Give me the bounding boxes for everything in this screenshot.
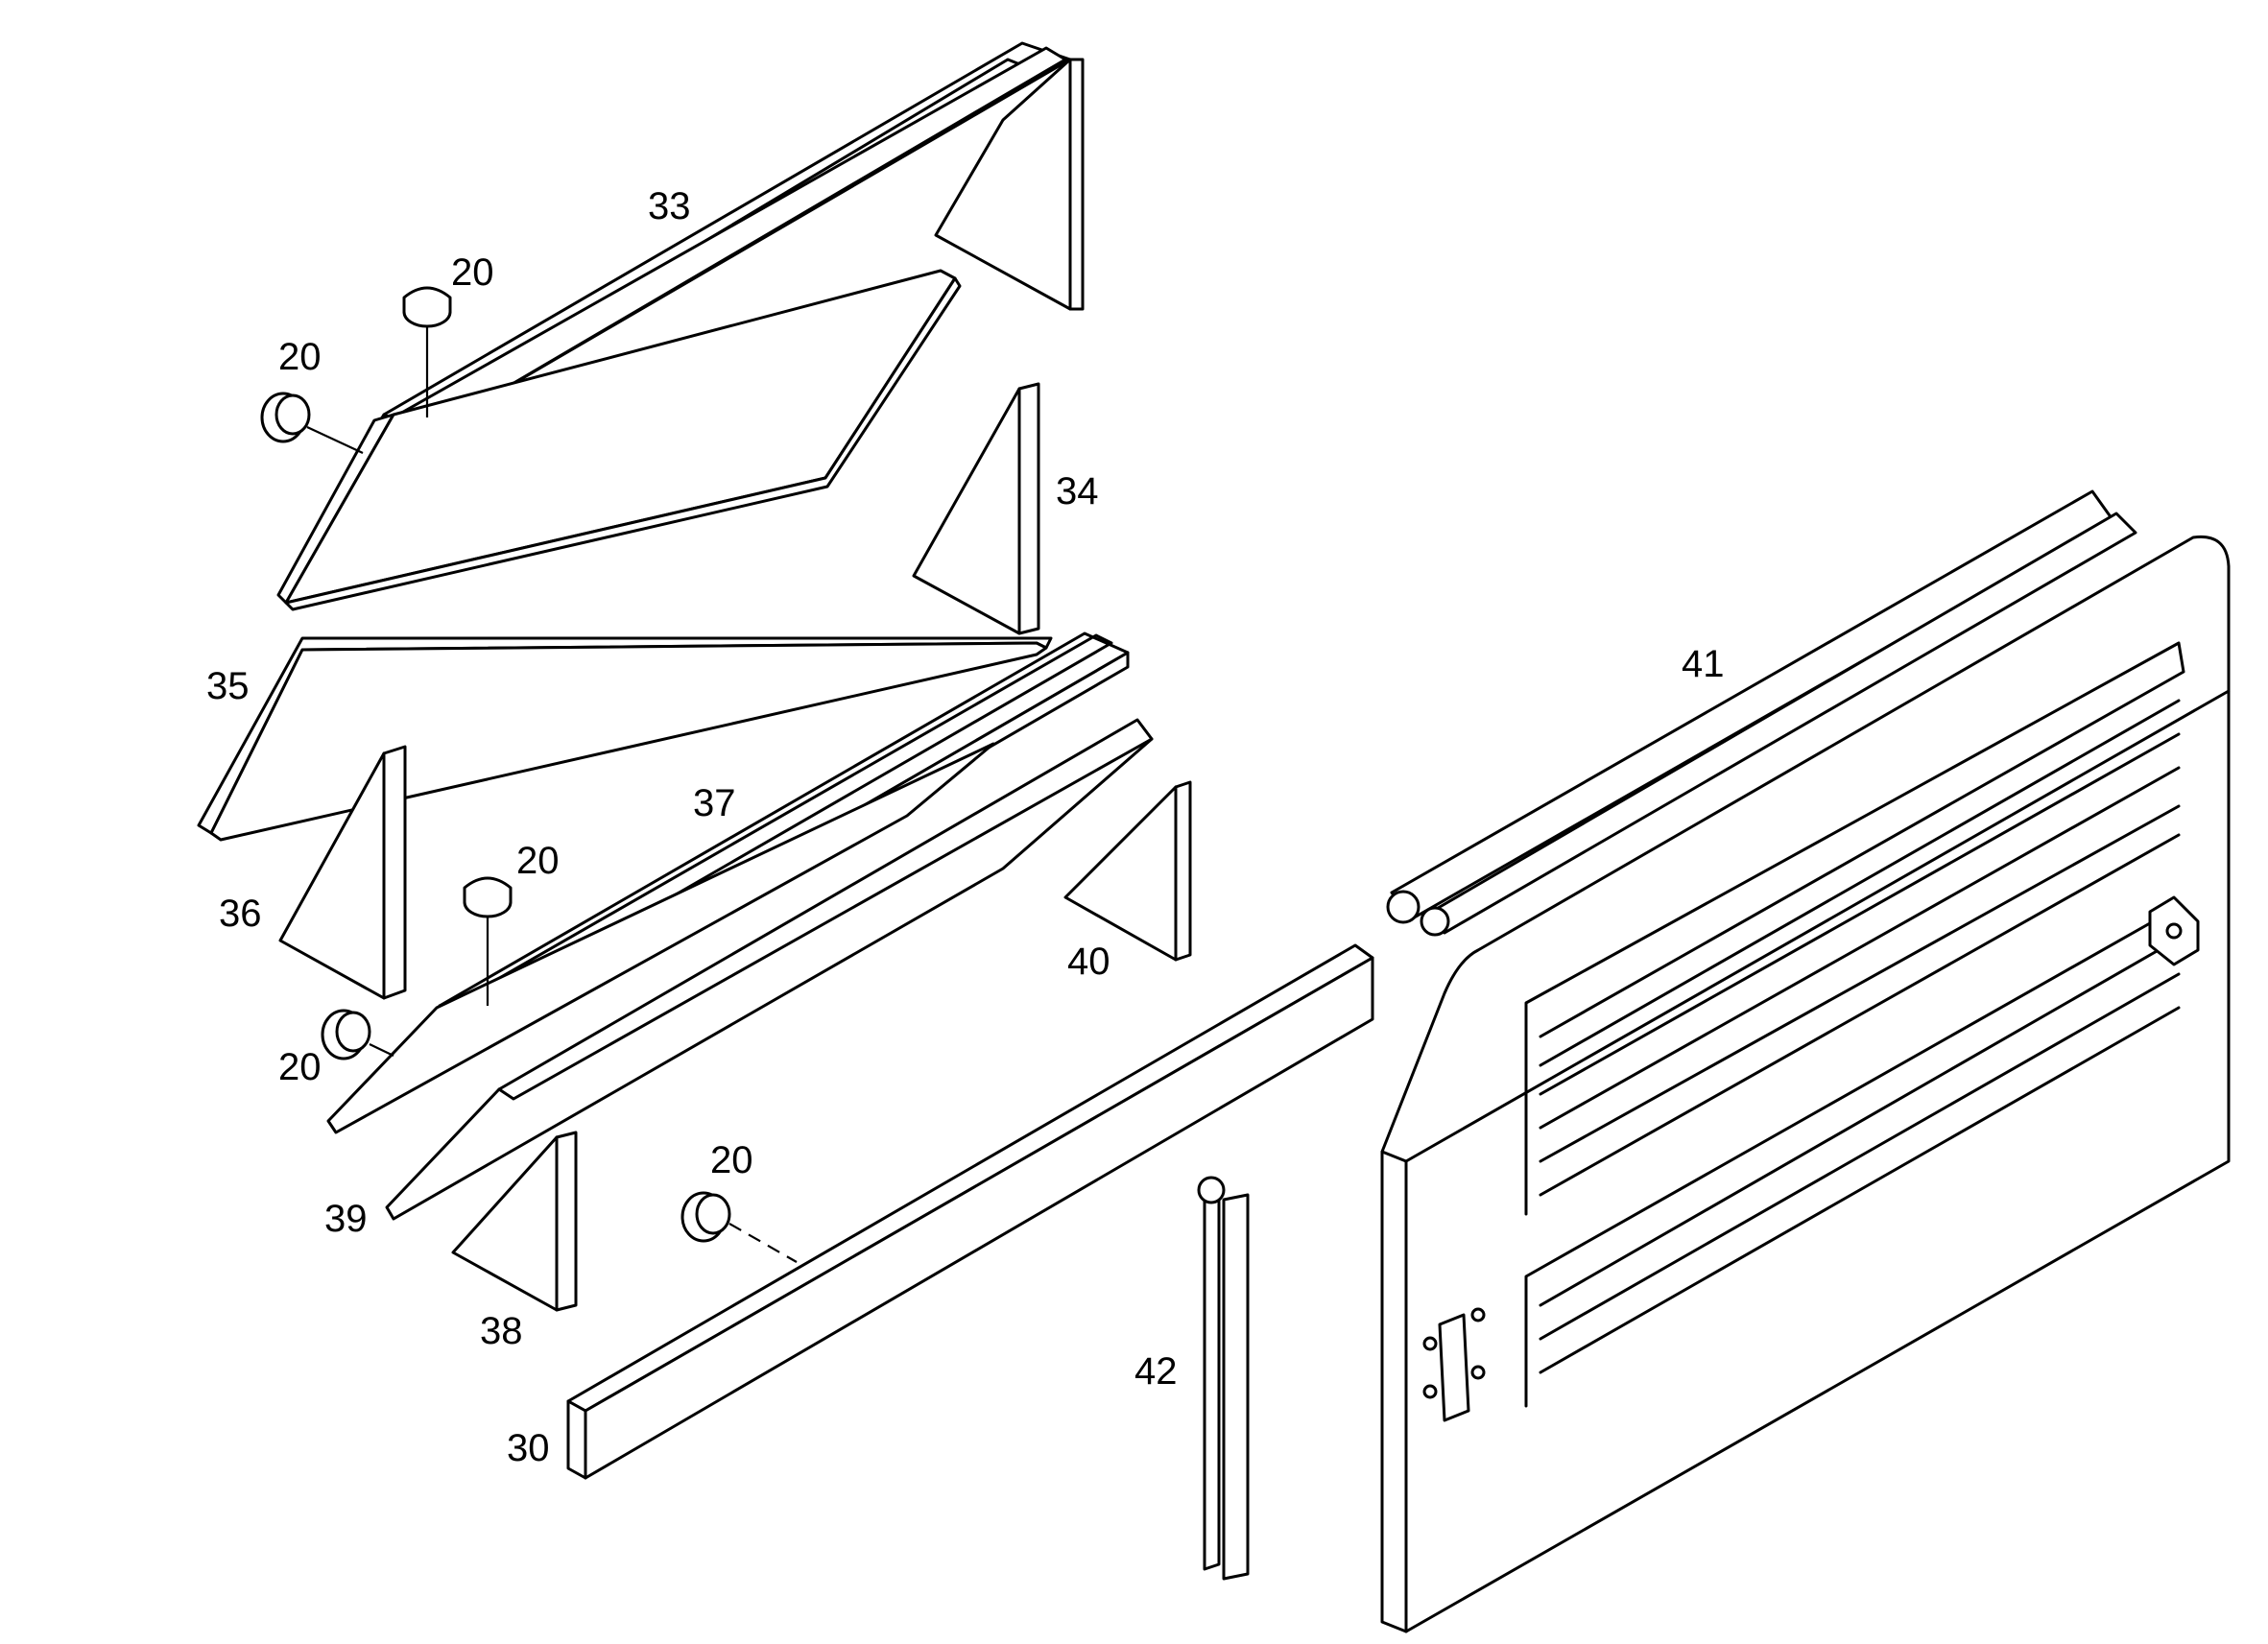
callout-42: 42 xyxy=(1134,1350,1178,1393)
part-30-long-bar xyxy=(566,943,1374,1480)
callout-35: 35 xyxy=(206,665,250,707)
part-39-angled-strip xyxy=(385,718,1154,1221)
fastener-20d-screw xyxy=(321,1009,371,1060)
fastener-20a-screw xyxy=(260,392,311,443)
callout-20a: 20 xyxy=(278,336,322,378)
callout-34: 34 xyxy=(1056,470,1099,512)
callout-39: 39 xyxy=(324,1198,368,1240)
fastener-20b-plug xyxy=(402,286,452,328)
fastener-20e-screw xyxy=(680,1191,731,1243)
callout-36: 36 xyxy=(219,893,262,935)
callout-20b: 20 xyxy=(451,251,494,294)
callout-33: 33 xyxy=(648,185,691,227)
part-37-lower-board xyxy=(326,742,995,1134)
callout-40: 40 xyxy=(1067,941,1110,983)
callout-30: 30 xyxy=(507,1427,550,1469)
part-38-gusset xyxy=(451,1131,578,1312)
part-40-gusset xyxy=(1063,780,1192,962)
part-33-back-board xyxy=(276,269,962,611)
callout-20e: 20 xyxy=(710,1139,753,1181)
part-41-seal-strip xyxy=(1386,489,2137,937)
part-34-gusset xyxy=(912,382,1040,635)
callout-labels: 20 20 33 34 35 36 37 20 20 40 39 20 38 3… xyxy=(206,185,1725,1469)
part-35-flat-panel xyxy=(197,636,1053,842)
callout-41: 41 xyxy=(1682,643,1725,685)
callout-37: 37 xyxy=(693,782,736,824)
fastener-20c-plug xyxy=(463,876,513,918)
callout-20c: 20 xyxy=(516,840,560,882)
part-side-panel-door xyxy=(1380,535,2231,1633)
callout-38: 38 xyxy=(480,1310,523,1352)
part-36-gusset xyxy=(278,745,407,1000)
callout-20d: 20 xyxy=(278,1046,322,1088)
part-42-vertical-seal xyxy=(1197,1176,1250,1581)
